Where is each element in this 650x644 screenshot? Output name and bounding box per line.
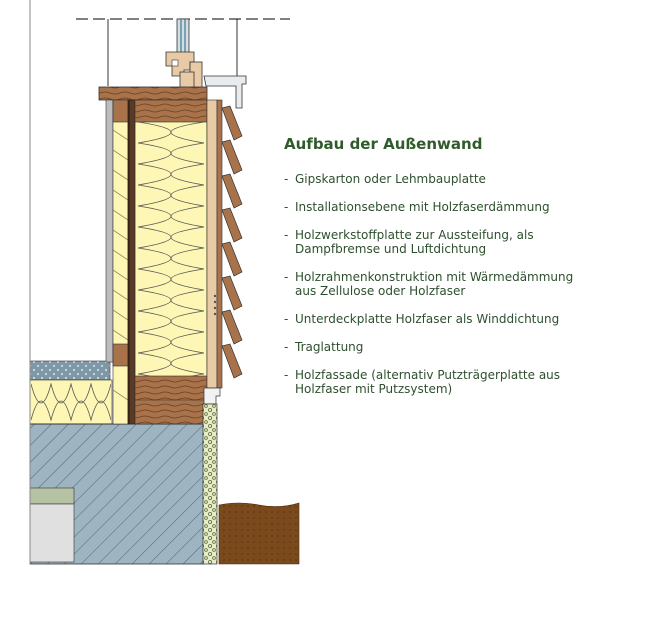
- legend-item-facade: -Holzfassade (alternativ Putzträgerplatt…: [284, 368, 561, 396]
- legend: Aufbau der Außenwand -Gipskarton oder Le…: [284, 135, 624, 410]
- legend-list: -Gipskarton oder Lehmbauplatte -Installa…: [284, 172, 624, 396]
- installation-layer: [112, 99, 129, 425]
- insulation-waves: [138, 122, 204, 376]
- legend-item-osb: -Holzwerkstoffplatte zur Aussteifung, al…: [284, 228, 534, 256]
- battens: [216, 99, 223, 389]
- legend-item-timber-frame: -Holzrahmenkonstruktion mit Wärmedämmung…: [284, 270, 574, 298]
- legend-item-installation: -Installationsebene mit Holzfaserdämmung: [284, 200, 550, 214]
- legend-item-gypsum: -Gipskarton oder Lehmbauplatte: [284, 172, 486, 186]
- wind-barrier-board: [206, 99, 218, 389]
- legend-item-wind-barrier: -Unterdeckplatte Holzfaser als Winddicht…: [284, 312, 560, 326]
- sill-beam: [98, 86, 208, 101]
- base-detail: [202, 387, 221, 565]
- legend-item-battens: -Traglattung: [284, 340, 364, 354]
- window-frame: [165, 18, 247, 109]
- soil: [218, 502, 300, 565]
- wood-facade-boards: [221, 105, 243, 379]
- osb-board: [127, 99, 136, 425]
- plasterboard-layer: [105, 99, 114, 363]
- legend-title: Aufbau der Außenwand: [284, 135, 483, 153]
